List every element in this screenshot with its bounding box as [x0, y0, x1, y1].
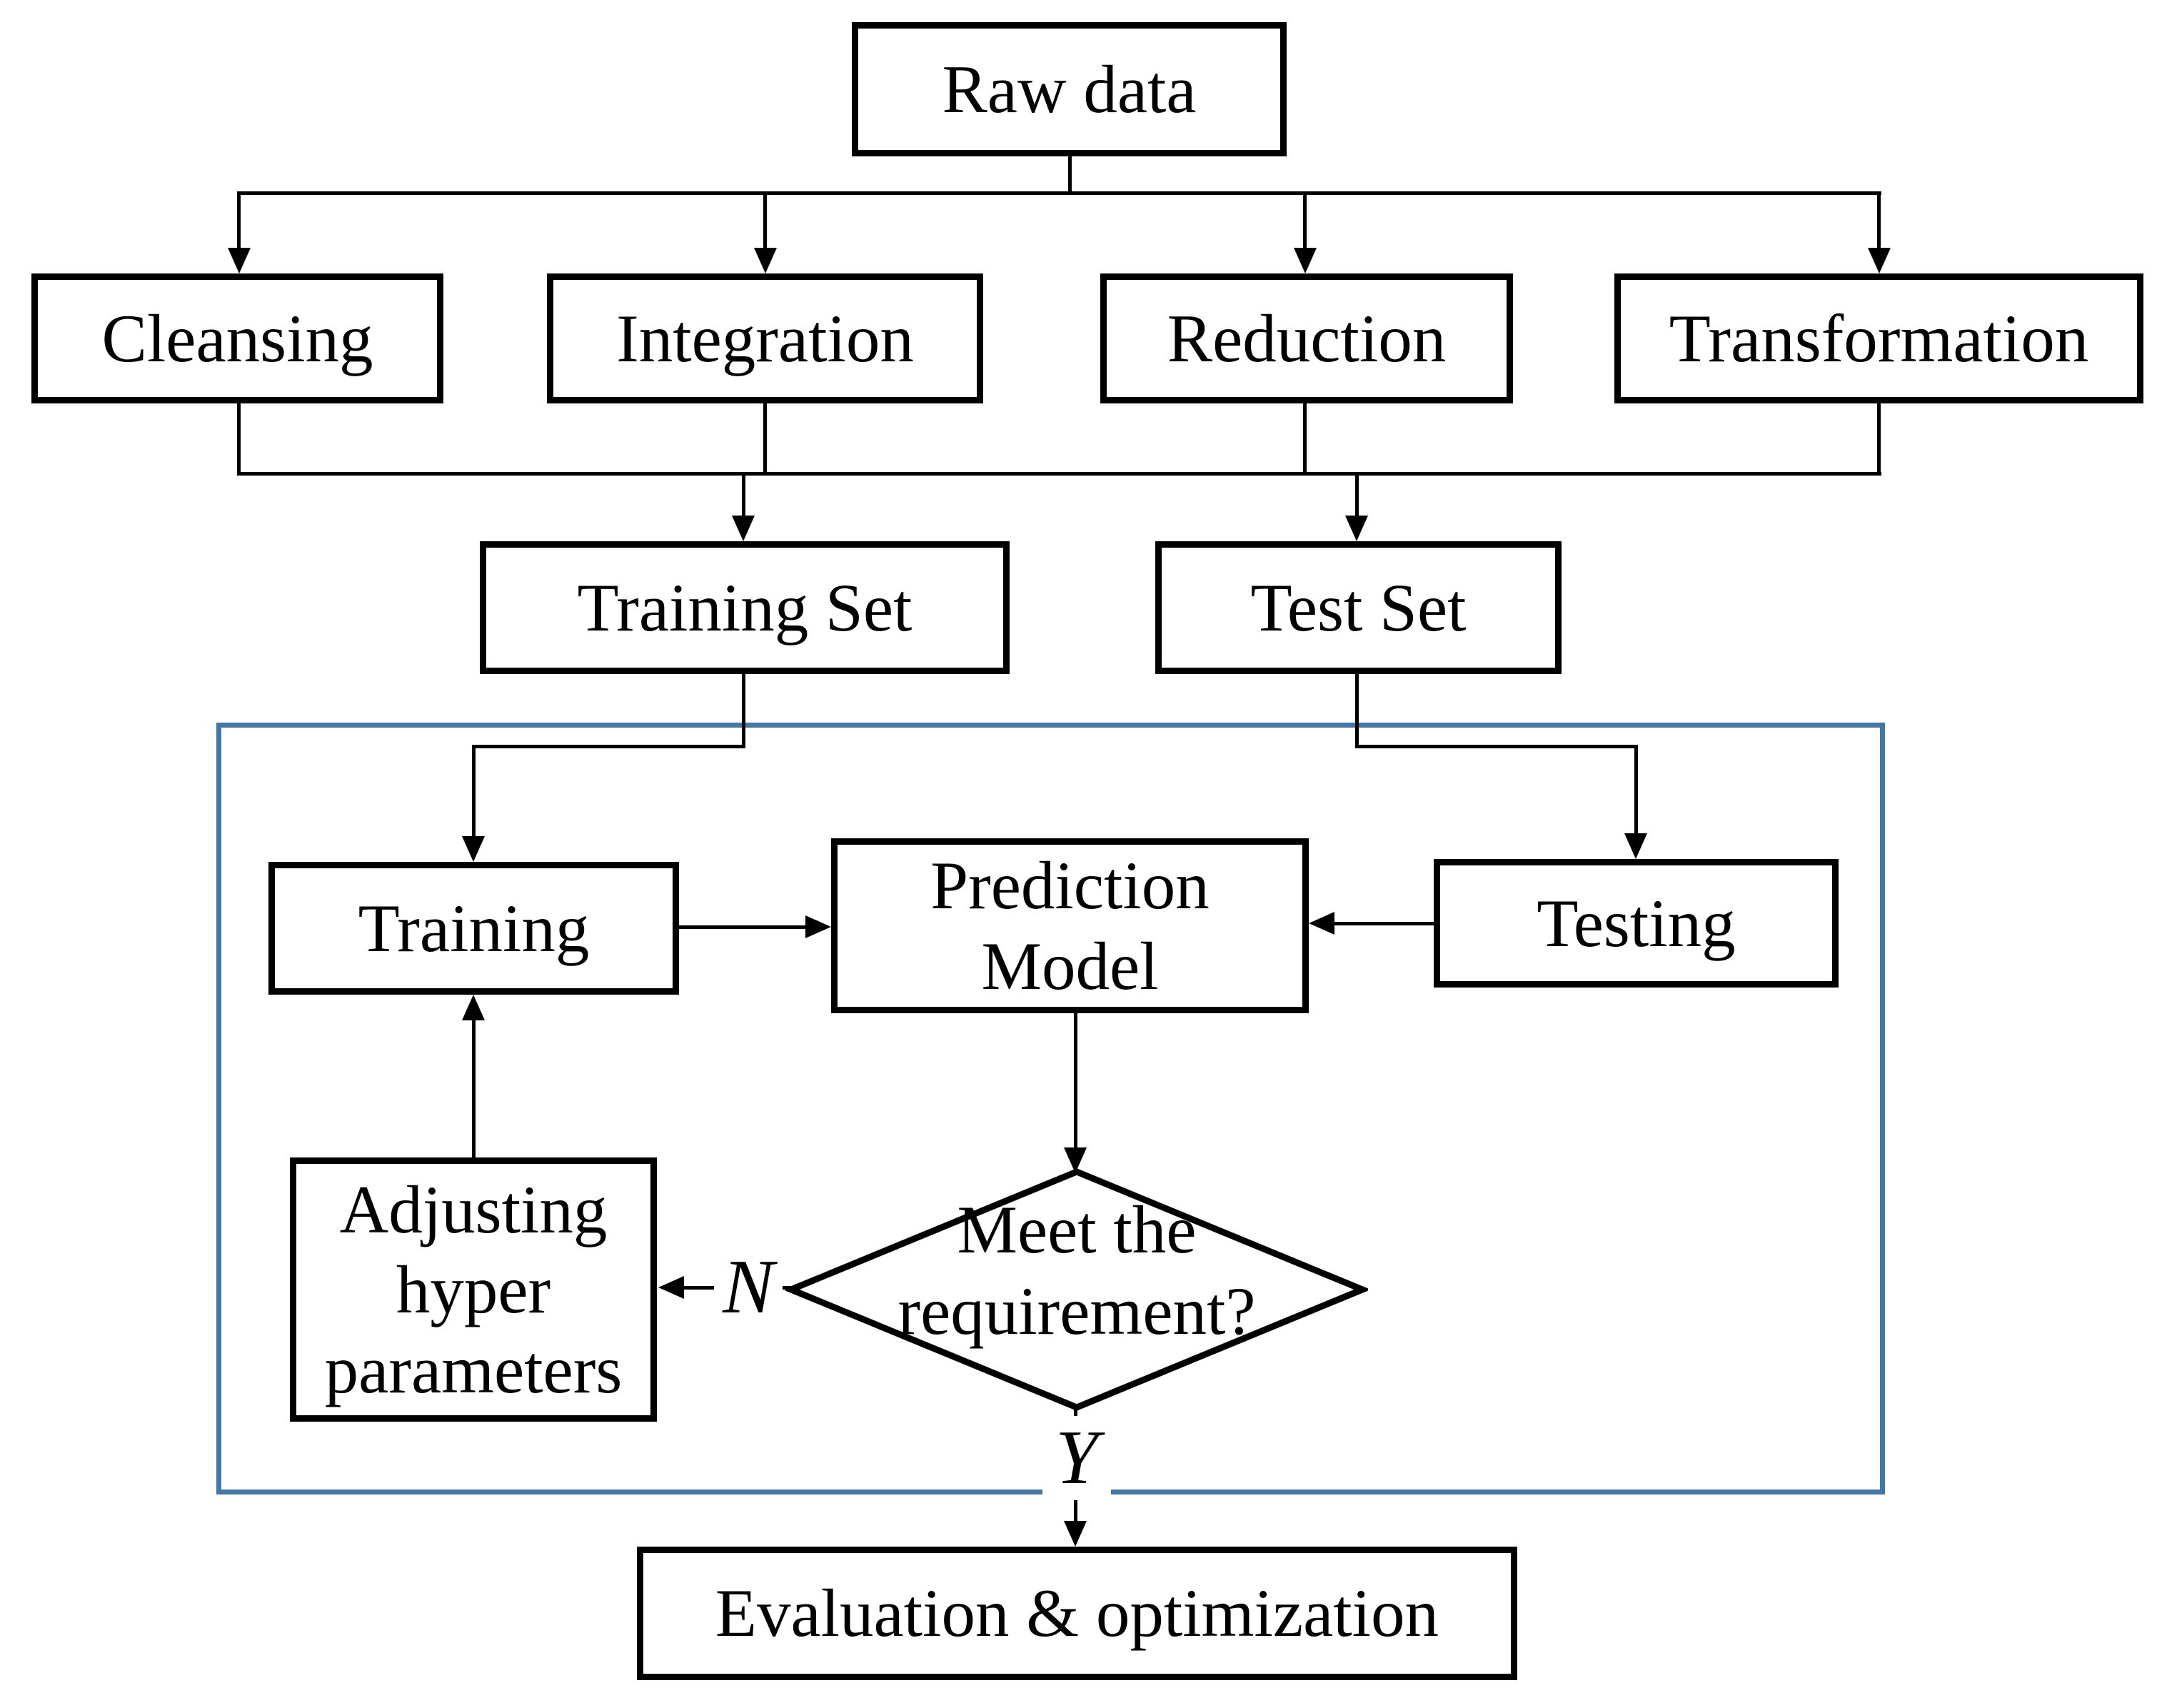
node-testing: Testing — [1434, 859, 1839, 988]
edge-distribution-line — [237, 191, 1881, 195]
decision-label: Meet the requirement? — [898, 1192, 1256, 1349]
edge-to-training-set — [742, 472, 745, 519]
decision-diamond-icon — [785, 1168, 1368, 1411]
node-evaluation-optimization: Evaluation & optimization — [637, 1547, 1517, 1680]
edge-trainingset-elbow — [472, 745, 745, 748]
node-training: Training — [268, 862, 679, 995]
arrowhead-training-bottom-icon — [462, 995, 485, 1020]
node-adjusting-hyper-parameters: Adjusting hyper parameters — [290, 1157, 657, 1422]
branch-label-no: N — [714, 1241, 783, 1334]
node-prediction-model: Prediction Model — [831, 838, 1309, 1013]
edge-into-training — [472, 745, 476, 840]
arrowhead-cleansing-icon — [228, 248, 251, 273]
arrowhead-adjusting-icon — [658, 1276, 684, 1299]
arrowhead-reduction-icon — [1294, 248, 1317, 273]
edge-collector-line — [237, 472, 1881, 476]
edge-integration-down — [763, 403, 767, 476]
edge-transformation-down — [1877, 403, 1881, 476]
edge-into-testing — [1634, 745, 1638, 837]
edge-to-reduction — [1303, 191, 1307, 251]
arrowhead-evaluation-icon — [1064, 1521, 1087, 1547]
arrowhead-prediction-right-icon — [1309, 912, 1334, 935]
edge-cleansing-down — [237, 403, 241, 476]
arrowhead-transformation-icon — [1868, 248, 1891, 273]
edge-to-transformation — [1877, 191, 1881, 251]
arrowhead-training-icon — [462, 836, 485, 862]
node-integration: Integration — [547, 273, 983, 403]
edge-reduction-down — [1303, 403, 1307, 476]
arrowhead-test-set-icon — [1345, 516, 1368, 541]
edge-prediction-to-decision — [1074, 1013, 1077, 1151]
node-transformation: Transformation — [1614, 273, 2143, 403]
edge-trainingset-down — [742, 674, 745, 748]
edge-testing-to-prediction — [1332, 922, 1434, 925]
edge-rawdata-drop — [1068, 156, 1072, 195]
node-training-set: Training Set — [480, 541, 1010, 674]
arrowhead-prediction-left-icon — [805, 915, 831, 938]
edge-testset-elbow — [1355, 745, 1638, 748]
arrowhead-testing-icon — [1624, 833, 1647, 859]
edge-to-cleansing — [237, 191, 241, 251]
edge-to-test-set — [1355, 472, 1359, 519]
edge-to-integration — [763, 191, 767, 251]
edge-adjusting-to-training — [472, 1017, 476, 1157]
node-test-set: Test Set — [1155, 541, 1562, 674]
arrowhead-integration-icon — [754, 248, 777, 273]
branch-label-yes: Y — [1042, 1415, 1111, 1500]
arrowhead-training-set-icon — [732, 516, 755, 541]
node-cleansing: Cleansing — [31, 273, 443, 403]
edge-training-to-prediction — [679, 925, 809, 929]
node-raw-data: Raw data — [852, 22, 1287, 156]
node-reduction: Reduction — [1100, 273, 1513, 403]
edge-testset-down — [1355, 674, 1359, 748]
